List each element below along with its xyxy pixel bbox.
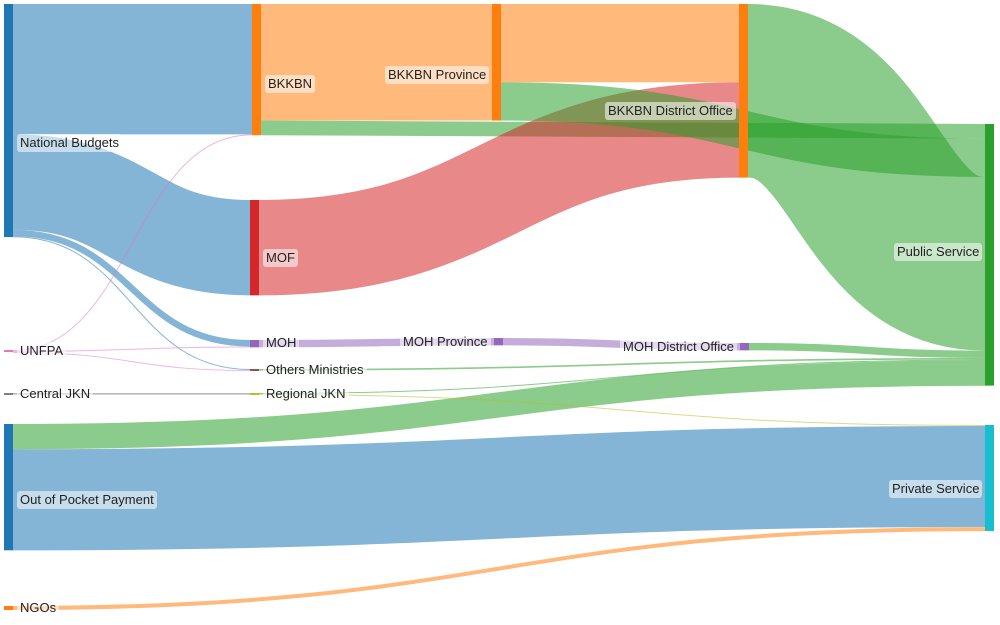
- node-bkkbn_province: [492, 4, 501, 121]
- link-unfpa-to-moh: [12, 346, 251, 352]
- link-oop-to-private_service: [12, 426, 986, 551]
- node-ngos: [4, 606, 13, 610]
- node-bkkbn: [252, 4, 261, 136]
- node-central_jkn: [4, 393, 13, 395]
- node-regional_jkn: [250, 393, 259, 395]
- node-oop: [4, 424, 13, 551]
- link-national_budgets-to-mof: [11, 134, 252, 296]
- link-mof-to-bkkbn_district: [258, 82, 740, 296]
- link-regional_jkn-to-public_service: [258, 359, 986, 394]
- node-private_service: [985, 425, 994, 531]
- link-national_budgets-to-moh: [12, 229, 251, 347]
- link-moh-to-moh_province: [258, 338, 495, 348]
- node-national_budgets: [4, 4, 13, 238]
- link-oop-to-public_service: [12, 360, 986, 450]
- node-moh_province: [494, 338, 503, 346]
- link-bkkbn_district-to-public_service: [742, 4, 991, 351]
- link-national_budgets-to-others_ministries: [12, 236, 251, 370]
- node-unfpa: [4, 350, 13, 352]
- node-moh_district: [740, 343, 749, 351]
- node-others_ministries: [250, 369, 259, 371]
- nodes-layer: [4, 4, 994, 610]
- node-public_service: [985, 124, 994, 386]
- link-moh_province-to-moh_district: [502, 338, 741, 351]
- link-moh_district-to-public_service: [748, 343, 986, 358]
- link-unfpa-to-others_ministries: [12, 352, 251, 371]
- link-others_ministries-to-public_service: [258, 357, 986, 371]
- node-moh: [250, 340, 259, 348]
- link-regional_jkn-to-private_service: [258, 394, 986, 426]
- node-mof: [250, 200, 259, 296]
- links-layer: [11, 3, 991, 610]
- link-ngos-to-private_service: [12, 527, 986, 610]
- link-unfpa-to-bkkbn: [12, 134, 253, 351]
- node-bkkbn_district: [739, 4, 748, 178]
